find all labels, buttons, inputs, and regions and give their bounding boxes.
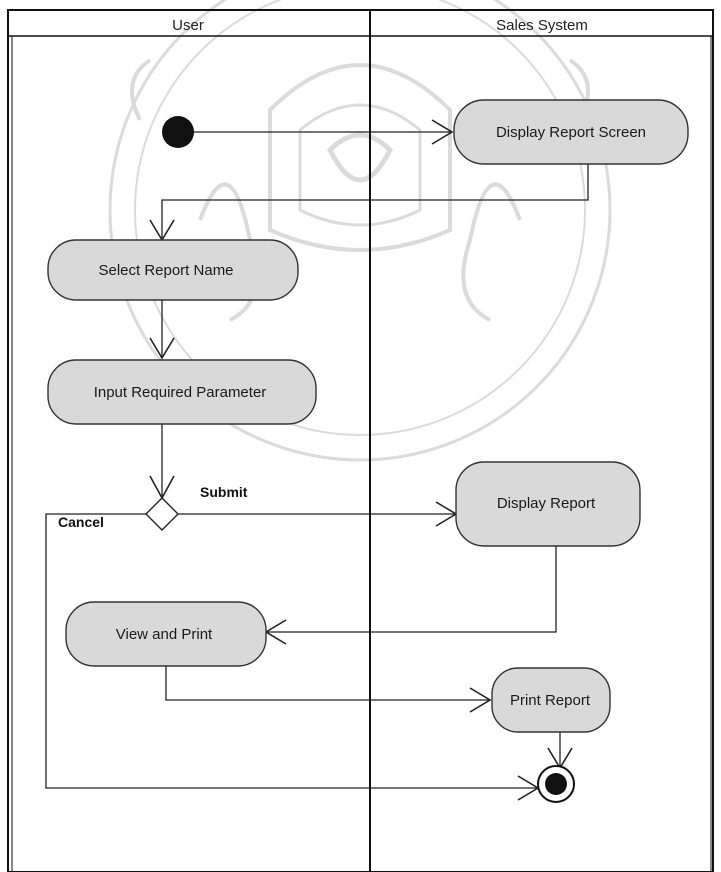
guard-submit: Submit xyxy=(200,484,248,500)
arrowhead xyxy=(469,687,492,713)
action-view-and-print: View and Print xyxy=(65,601,267,667)
action-display-report: Display Report xyxy=(455,461,641,547)
flow-display-screen-to-select-name xyxy=(161,164,589,240)
arrowhead xyxy=(149,337,175,360)
lane-title-user: User xyxy=(172,17,204,34)
lane-title-sales-system: Sales System xyxy=(496,17,588,34)
decision-node xyxy=(145,497,179,531)
action-label: View and Print xyxy=(116,626,213,643)
action-label: Display Report Screen xyxy=(496,124,646,141)
action-display-report-screen: Display Report Screen xyxy=(453,99,689,165)
guard-cancel: Cancel xyxy=(58,514,104,530)
flow-view-print-to-print-report xyxy=(165,666,490,701)
flow-display-report-to-view-print xyxy=(266,546,557,633)
swimlane-frame xyxy=(7,9,714,872)
action-label: Display Report xyxy=(497,495,596,512)
action-input-required-parameter: Input Required Parameter xyxy=(47,359,317,425)
arrowhead xyxy=(431,119,454,145)
action-label: Print Report xyxy=(510,692,591,709)
flow-decision-to-end-cancel xyxy=(45,513,538,789)
action-select-report-name: Select Report Name xyxy=(47,239,299,301)
action-print-report: Print Report xyxy=(491,667,611,733)
final-node xyxy=(537,765,575,803)
action-label: Input Required Parameter xyxy=(94,384,267,401)
initial-node xyxy=(162,116,194,148)
action-label: Select Report Name xyxy=(98,262,233,279)
